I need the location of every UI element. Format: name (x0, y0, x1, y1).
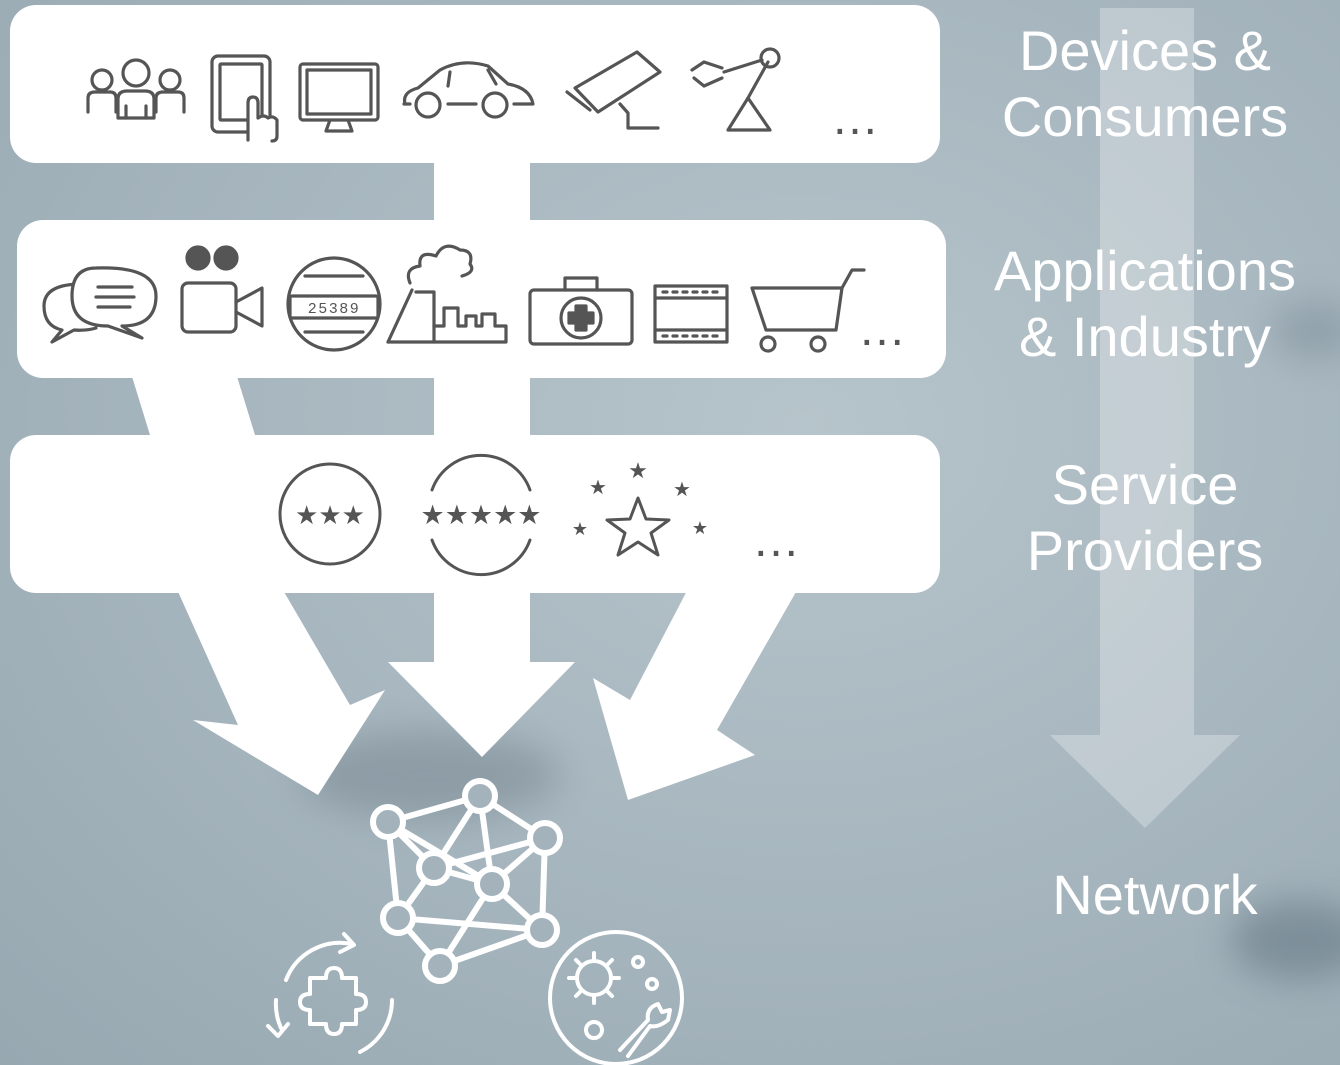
right-down-arrow (593, 585, 800, 800)
video-camera-icon (180, 245, 264, 334)
factory-icon (386, 244, 508, 344)
three-star-rating-icon (278, 462, 382, 566)
chat-icon (42, 266, 158, 344)
film-strip-icon (653, 284, 729, 344)
label-line: & Industry (1018, 305, 1272, 368)
people-icon (86, 58, 186, 120)
label-line: Service (1051, 453, 1239, 516)
devices-consumers-label: Devices & Consumers (970, 18, 1320, 150)
security-camera-icon (565, 50, 662, 130)
devices-ellipsis: … (831, 92, 879, 145)
svg-text:★: ★ (589, 475, 607, 499)
service-providers-label: Service Providers (970, 452, 1320, 584)
label-line: Providers (1026, 519, 1264, 582)
network-label: Network (980, 862, 1330, 928)
car-icon (402, 61, 535, 119)
flow-direction-arrow (1050, 8, 1240, 828)
label-line: Network (1052, 863, 1258, 926)
center-down-arrow (388, 585, 575, 757)
connector-arrows (130, 150, 800, 800)
applications-industry-label: Applications & Industry (970, 238, 1320, 370)
svg-text:★: ★ (628, 459, 648, 484)
providers-ellipsis: … (752, 514, 800, 567)
shopping-cart-icon (750, 268, 866, 353)
first-aid-kit-icon (528, 276, 634, 346)
network-graph-icon (370, 778, 563, 984)
svg-text:★: ★ (572, 519, 588, 540)
connector-bar (434, 370, 530, 440)
label-line: Devices & (1018, 19, 1272, 82)
svg-text:★: ★ (692, 518, 708, 539)
puzzle-cycle-icon (266, 932, 395, 1054)
connector-bar (130, 370, 255, 435)
background-blur (1230, 900, 1340, 980)
star-burst-icon (605, 496, 671, 557)
svg-text:★★★★★: ★★★★★ (420, 500, 541, 531)
providers-panel (10, 435, 940, 593)
meter-reading: 25389 (308, 301, 361, 318)
devices-panel (10, 5, 940, 163)
applications-panel (17, 220, 946, 378)
utility-meter-icon (286, 256, 382, 352)
left-down-arrow (175, 585, 385, 795)
applications-ellipsis: … (858, 303, 906, 356)
connector-bar (434, 150, 530, 230)
monitor-icon (298, 62, 380, 133)
gear-wrench-icon (548, 930, 684, 1065)
background-blur (1270, 300, 1340, 360)
rating-stars: ★★★ ★★★★★ ★ ★ ★ ★ ★ (295, 459, 708, 540)
five-star-rating-icon (430, 453, 532, 577)
tablet-touch-icon (210, 54, 279, 143)
robot-arm-icon (690, 47, 781, 132)
svg-text:★: ★ (673, 477, 691, 501)
label-line: Consumers (1001, 85, 1289, 148)
svg-text:★★★: ★★★ (295, 501, 365, 531)
label-line: Applications (994, 239, 1296, 302)
